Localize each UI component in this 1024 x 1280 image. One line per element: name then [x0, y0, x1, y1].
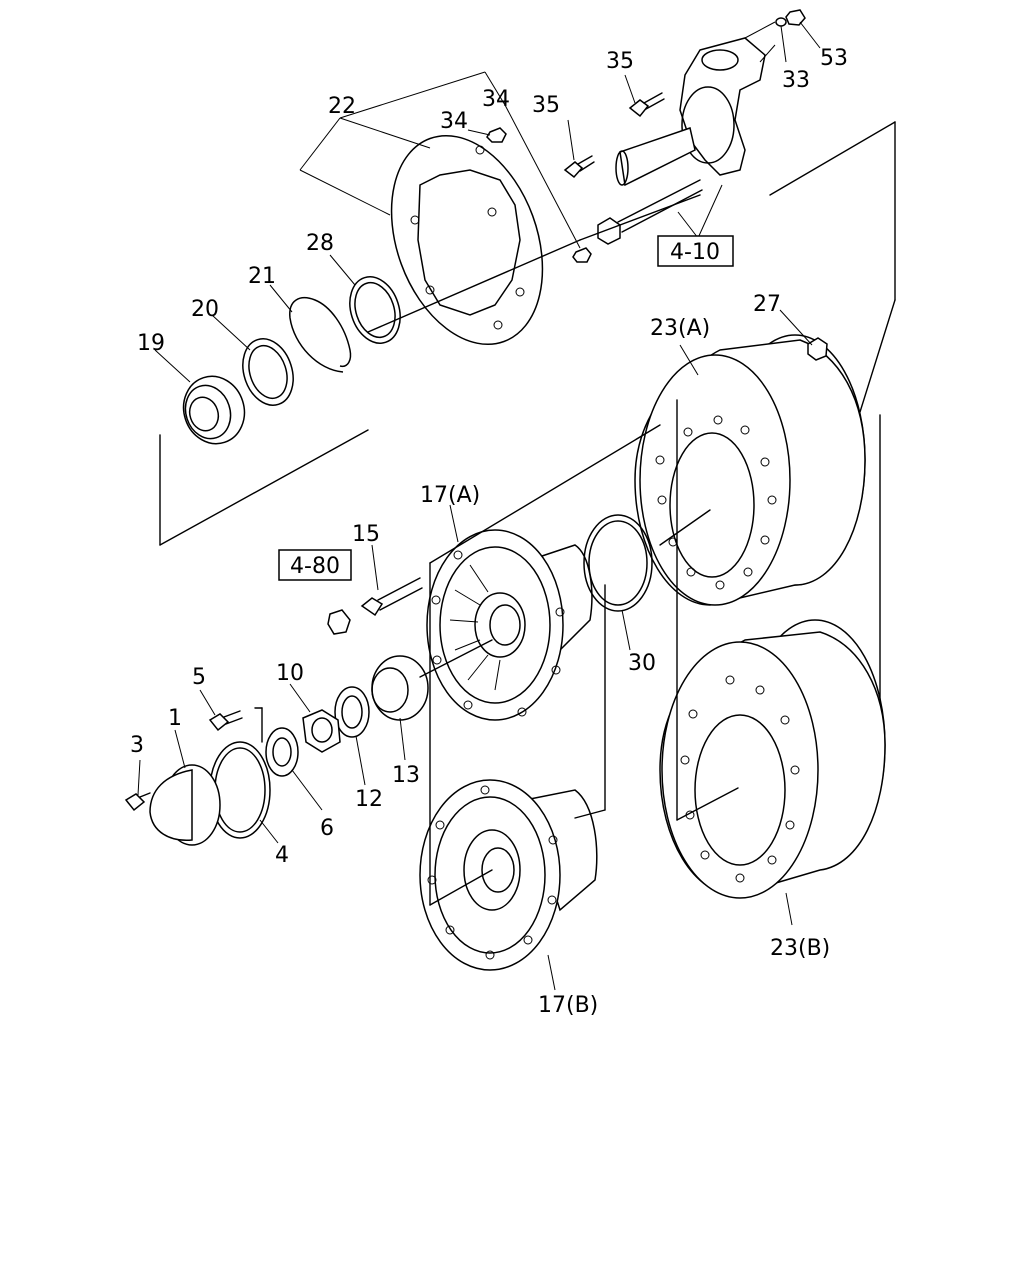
long-bolt: [597, 179, 703, 245]
seal-12: [334, 686, 370, 738]
bolt-3: [124, 792, 151, 812]
label-21: 21: [248, 264, 276, 289]
washer-33: [775, 17, 787, 27]
seal-ring-28: [349, 276, 401, 344]
wheel-nut: [327, 609, 351, 635]
lock-washer-6: [265, 727, 299, 777]
ref-label-4-10: 4-10: [670, 240, 720, 265]
stud-15: [360, 577, 423, 617]
bolt-35-upper: [628, 92, 665, 118]
label-15: 15: [352, 522, 380, 547]
leader-lines: [137, 21, 896, 991]
label-28: 28: [306, 231, 334, 256]
steering-knuckle: [615, 21, 776, 187]
label-34-lower: 34: [482, 87, 510, 112]
hub-cap-1: [149, 764, 221, 846]
label-34-upper: 34: [440, 109, 468, 134]
hub-17b: [419, 779, 598, 971]
label-4: 4: [275, 843, 289, 868]
part-labels: 22 34 34 35 35 33 53 28 21 20 19 27 23(A…: [130, 46, 848, 1018]
label-35-lower: 35: [532, 93, 560, 118]
label-35-upper: 35: [606, 49, 634, 74]
label-17a: 17(A): [420, 483, 480, 508]
label-22: 22: [328, 94, 356, 119]
ref-box-4-10[interactable]: 4-10: [657, 235, 734, 267]
nut-34-upper: [486, 127, 507, 143]
label-10: 10: [276, 661, 304, 686]
label-12: 12: [355, 787, 383, 812]
nut-27: [807, 337, 828, 361]
label-6: 6: [320, 816, 334, 841]
label-1: 1: [168, 706, 182, 731]
label-5: 5: [192, 665, 206, 690]
label-23a: 23(A): [650, 316, 710, 341]
nut-53: [785, 9, 806, 26]
gasket-4: [209, 741, 271, 839]
label-3: 3: [130, 733, 144, 758]
ref-box-4-80[interactable]: 4-80: [278, 549, 352, 581]
ref-label-4-80: 4-80: [290, 554, 340, 579]
label-30: 30: [628, 651, 656, 676]
label-20: 20: [191, 297, 219, 322]
bolt-5: [208, 710, 243, 732]
label-13: 13: [392, 763, 420, 788]
brake-drum-23b: [659, 619, 886, 899]
nut-34-lower: [572, 247, 592, 263]
snap-ring-21: [289, 297, 352, 373]
label-33: 33: [782, 68, 810, 93]
bolt-35-lower: [563, 155, 595, 179]
label-53: 53: [820, 46, 848, 71]
label-27: 27: [753, 292, 781, 317]
label-23b: 23(B): [770, 936, 830, 961]
bearing-19: [182, 375, 246, 445]
seal-20: [242, 338, 294, 406]
hub-17a: [426, 529, 593, 721]
label-19: 19: [137, 331, 165, 356]
bearing-13: [371, 655, 429, 721]
brake-drum-23a: [634, 334, 866, 606]
ring-30: [583, 514, 653, 612]
backing-plate-22: [390, 134, 544, 346]
label-17b: 17(B): [538, 993, 598, 1018]
nut-10: [302, 709, 341, 753]
